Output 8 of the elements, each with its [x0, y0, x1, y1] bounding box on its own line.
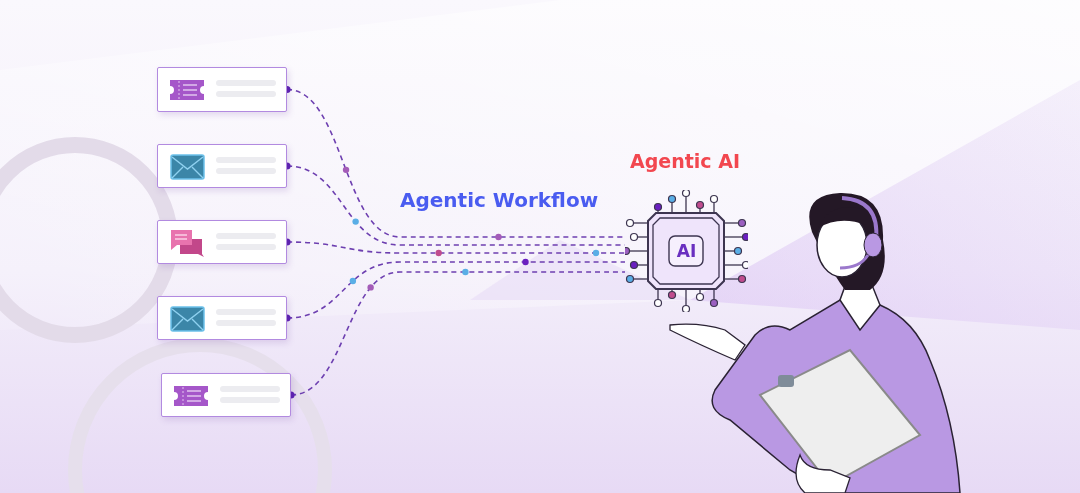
title-text: Agentic Workflow — [400, 188, 599, 212]
card — [161, 373, 291, 417]
heading: Agentic AI — [630, 150, 740, 172]
chip-label: AI — [675, 240, 698, 263]
card — [157, 67, 287, 112]
card — [157, 220, 287, 264]
card — [157, 144, 287, 188]
card — [157, 296, 287, 340]
